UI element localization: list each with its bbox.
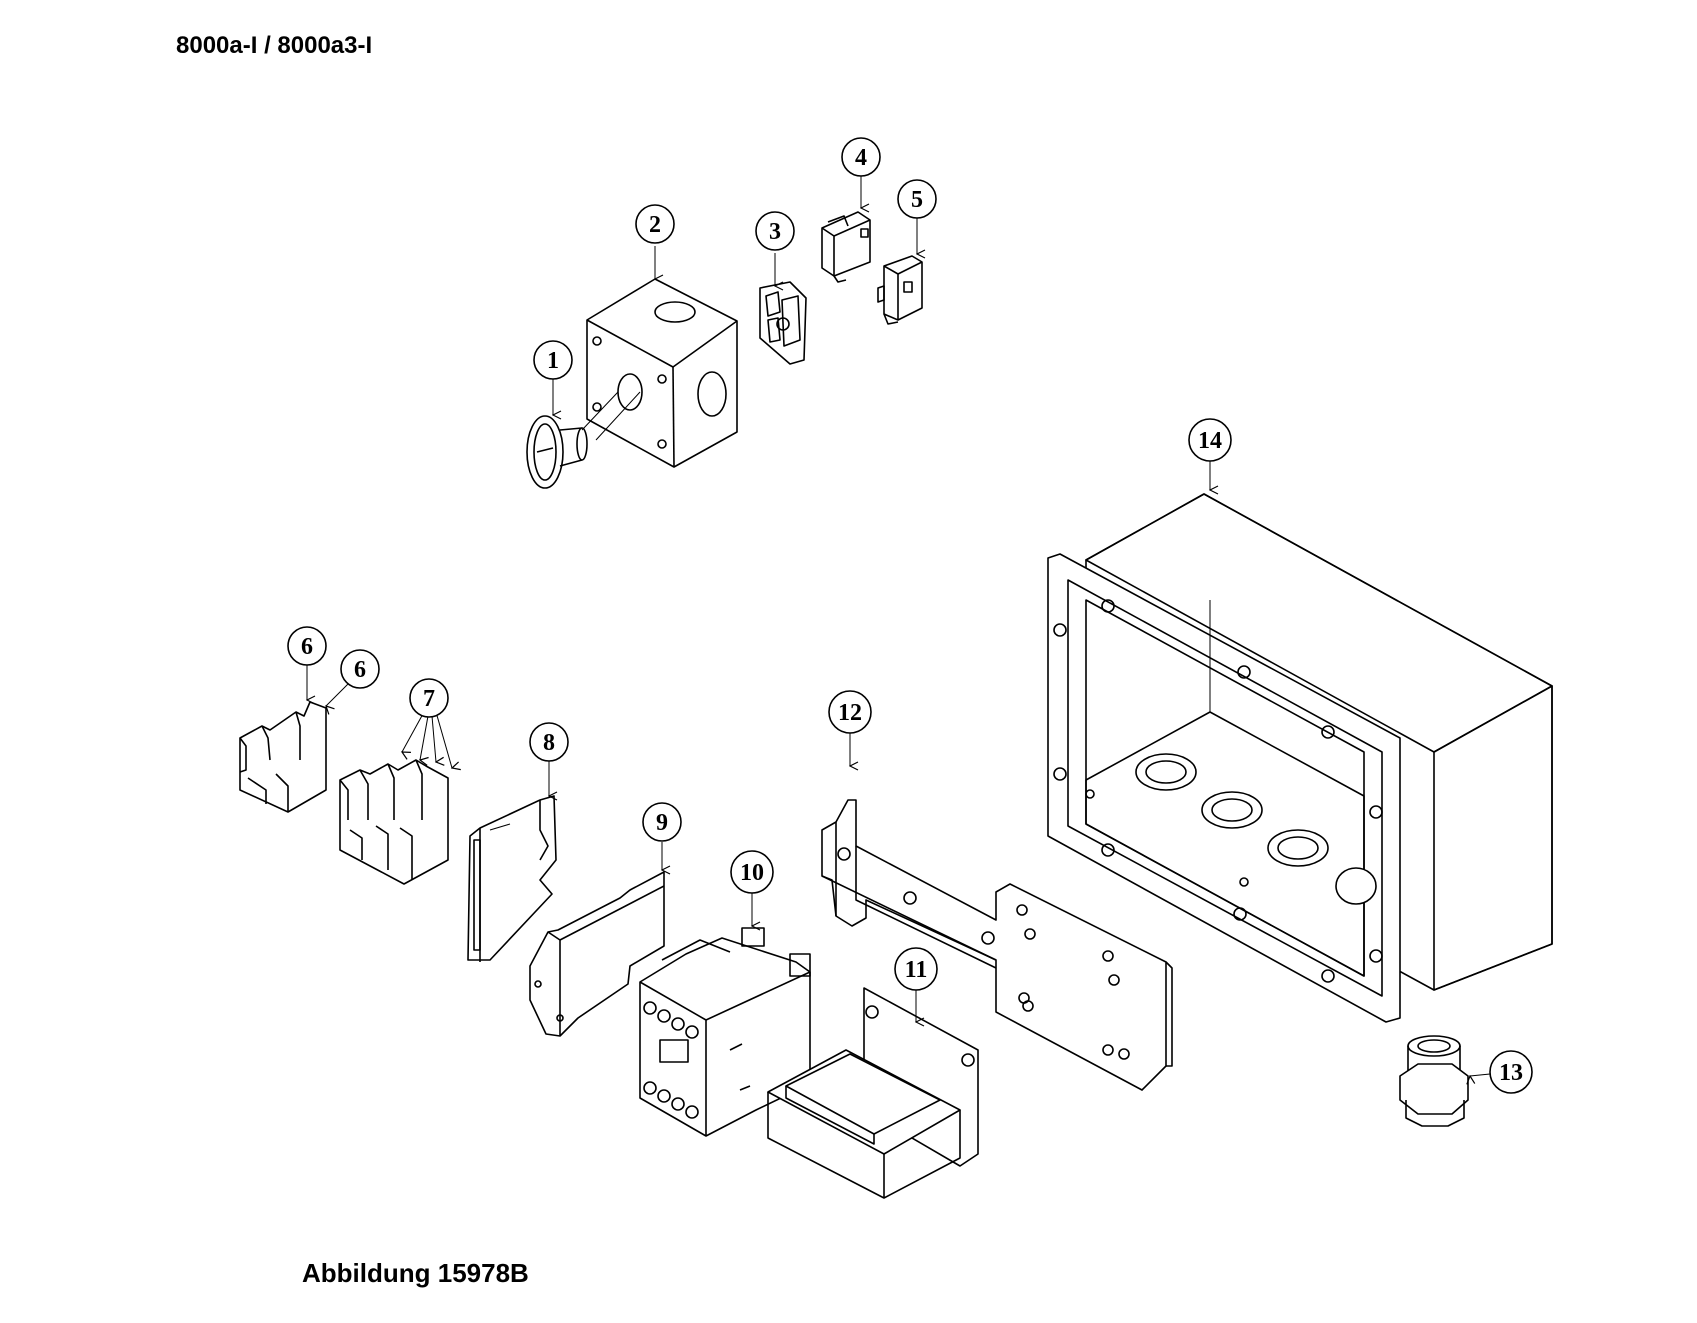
callout-7: 7 [409, 678, 449, 718]
callout-leaders [307, 175, 1491, 1076]
callout-13-label: 13 [1499, 1060, 1523, 1086]
callout-1-label: 1 [547, 348, 559, 374]
callout-8: 8 [529, 722, 569, 762]
part-8-terminal-block [467, 795, 557, 962]
callout-12: 12 [828, 690, 872, 734]
callout-9-label: 9 [656, 810, 668, 836]
callout-6b-label: 6 [354, 657, 366, 683]
callout-3-label: 3 [769, 219, 781, 245]
callout-4: 4 [841, 137, 881, 177]
callout-2-label: 2 [649, 212, 661, 238]
diagram-title: 8000a-I / 8000a3-I [176, 32, 373, 59]
callout-5-label: 5 [911, 187, 923, 213]
callout-6a: 6 [287, 626, 327, 666]
callout-14: 14 [1188, 418, 1232, 462]
part-1-push-button [526, 415, 588, 489]
callout-11: 11 [894, 947, 938, 991]
part-10-contactor [639, 927, 811, 1137]
callout-4-label: 4 [855, 145, 867, 171]
callout-9: 9 [642, 802, 682, 842]
callout-14-label: 14 [1198, 428, 1222, 454]
callout-2: 2 [635, 204, 675, 244]
callout-1: 1 [533, 340, 573, 380]
callout-5: 5 [897, 179, 937, 219]
part-13-cable-gland [1399, 1035, 1469, 1127]
callout-11-label: 11 [905, 957, 928, 983]
callout-12-label: 12 [838, 700, 862, 726]
part-9-end-plate [529, 871, 665, 1037]
callout-13: 13 [1489, 1050, 1533, 1094]
callout-3: 3 [755, 211, 795, 251]
part-12-mounting-plate [821, 799, 1173, 1091]
part-6-auxiliary-contact-blocks [239, 701, 327, 813]
part-14-main-housing [1047, 493, 1553, 1023]
part-11-transformer [767, 987, 979, 1199]
figure-caption: Abbildung 15978B [302, 1258, 529, 1288]
callout-8-label: 8 [543, 730, 555, 756]
part-7-auxiliary-contact-blocks [339, 759, 449, 885]
part-3-mounting-adapter [759, 281, 807, 365]
part-2-enclosure-box [581, 278, 738, 468]
callout-7-label: 7 [423, 686, 435, 712]
callout-10-label: 10 [740, 860, 764, 886]
part-4-contact-block [821, 211, 871, 283]
callout-6a-label: 6 [301, 634, 313, 660]
callout-10: 10 [730, 850, 774, 894]
callout-6b: 6 [340, 649, 380, 689]
part-5-contact-block [877, 255, 923, 325]
